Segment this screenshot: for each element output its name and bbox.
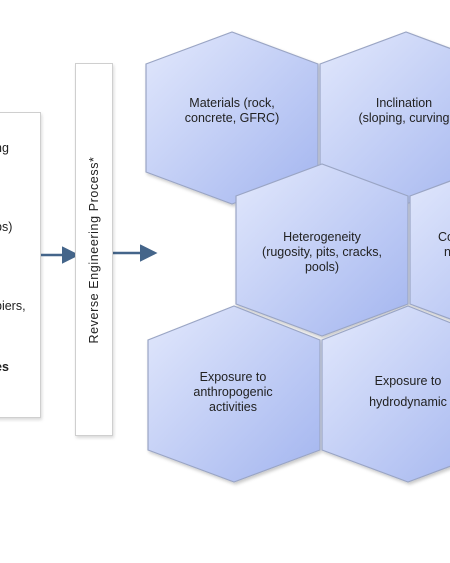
hex-heterogeneity	[235, 163, 409, 337]
process-box: Reverse Engineering Process*	[75, 63, 113, 436]
source-box: ng ps) piers, es	[0, 112, 41, 418]
source-text-line-1: ng	[0, 141, 9, 155]
hex-heterogeneity-label: Heterogeneity(rugosity, pits, cracks,poo…	[262, 230, 382, 274]
hex-materials-label: Materials (rock,concrete, GFRC)	[184, 96, 280, 125]
source-text-line-3: piers,	[0, 299, 26, 313]
hex-partial-right-label: Con	[438, 230, 450, 259]
source-text-line-4: es	[0, 360, 9, 374]
source-text-line-2: ps)	[0, 220, 13, 234]
hex-hydrodynamics	[321, 305, 450, 483]
hex-anthropogenic	[147, 305, 321, 483]
hex-inclination-label: Inclination(sloping, curving	[358, 96, 450, 125]
hex-partial-right	[409, 180, 450, 320]
